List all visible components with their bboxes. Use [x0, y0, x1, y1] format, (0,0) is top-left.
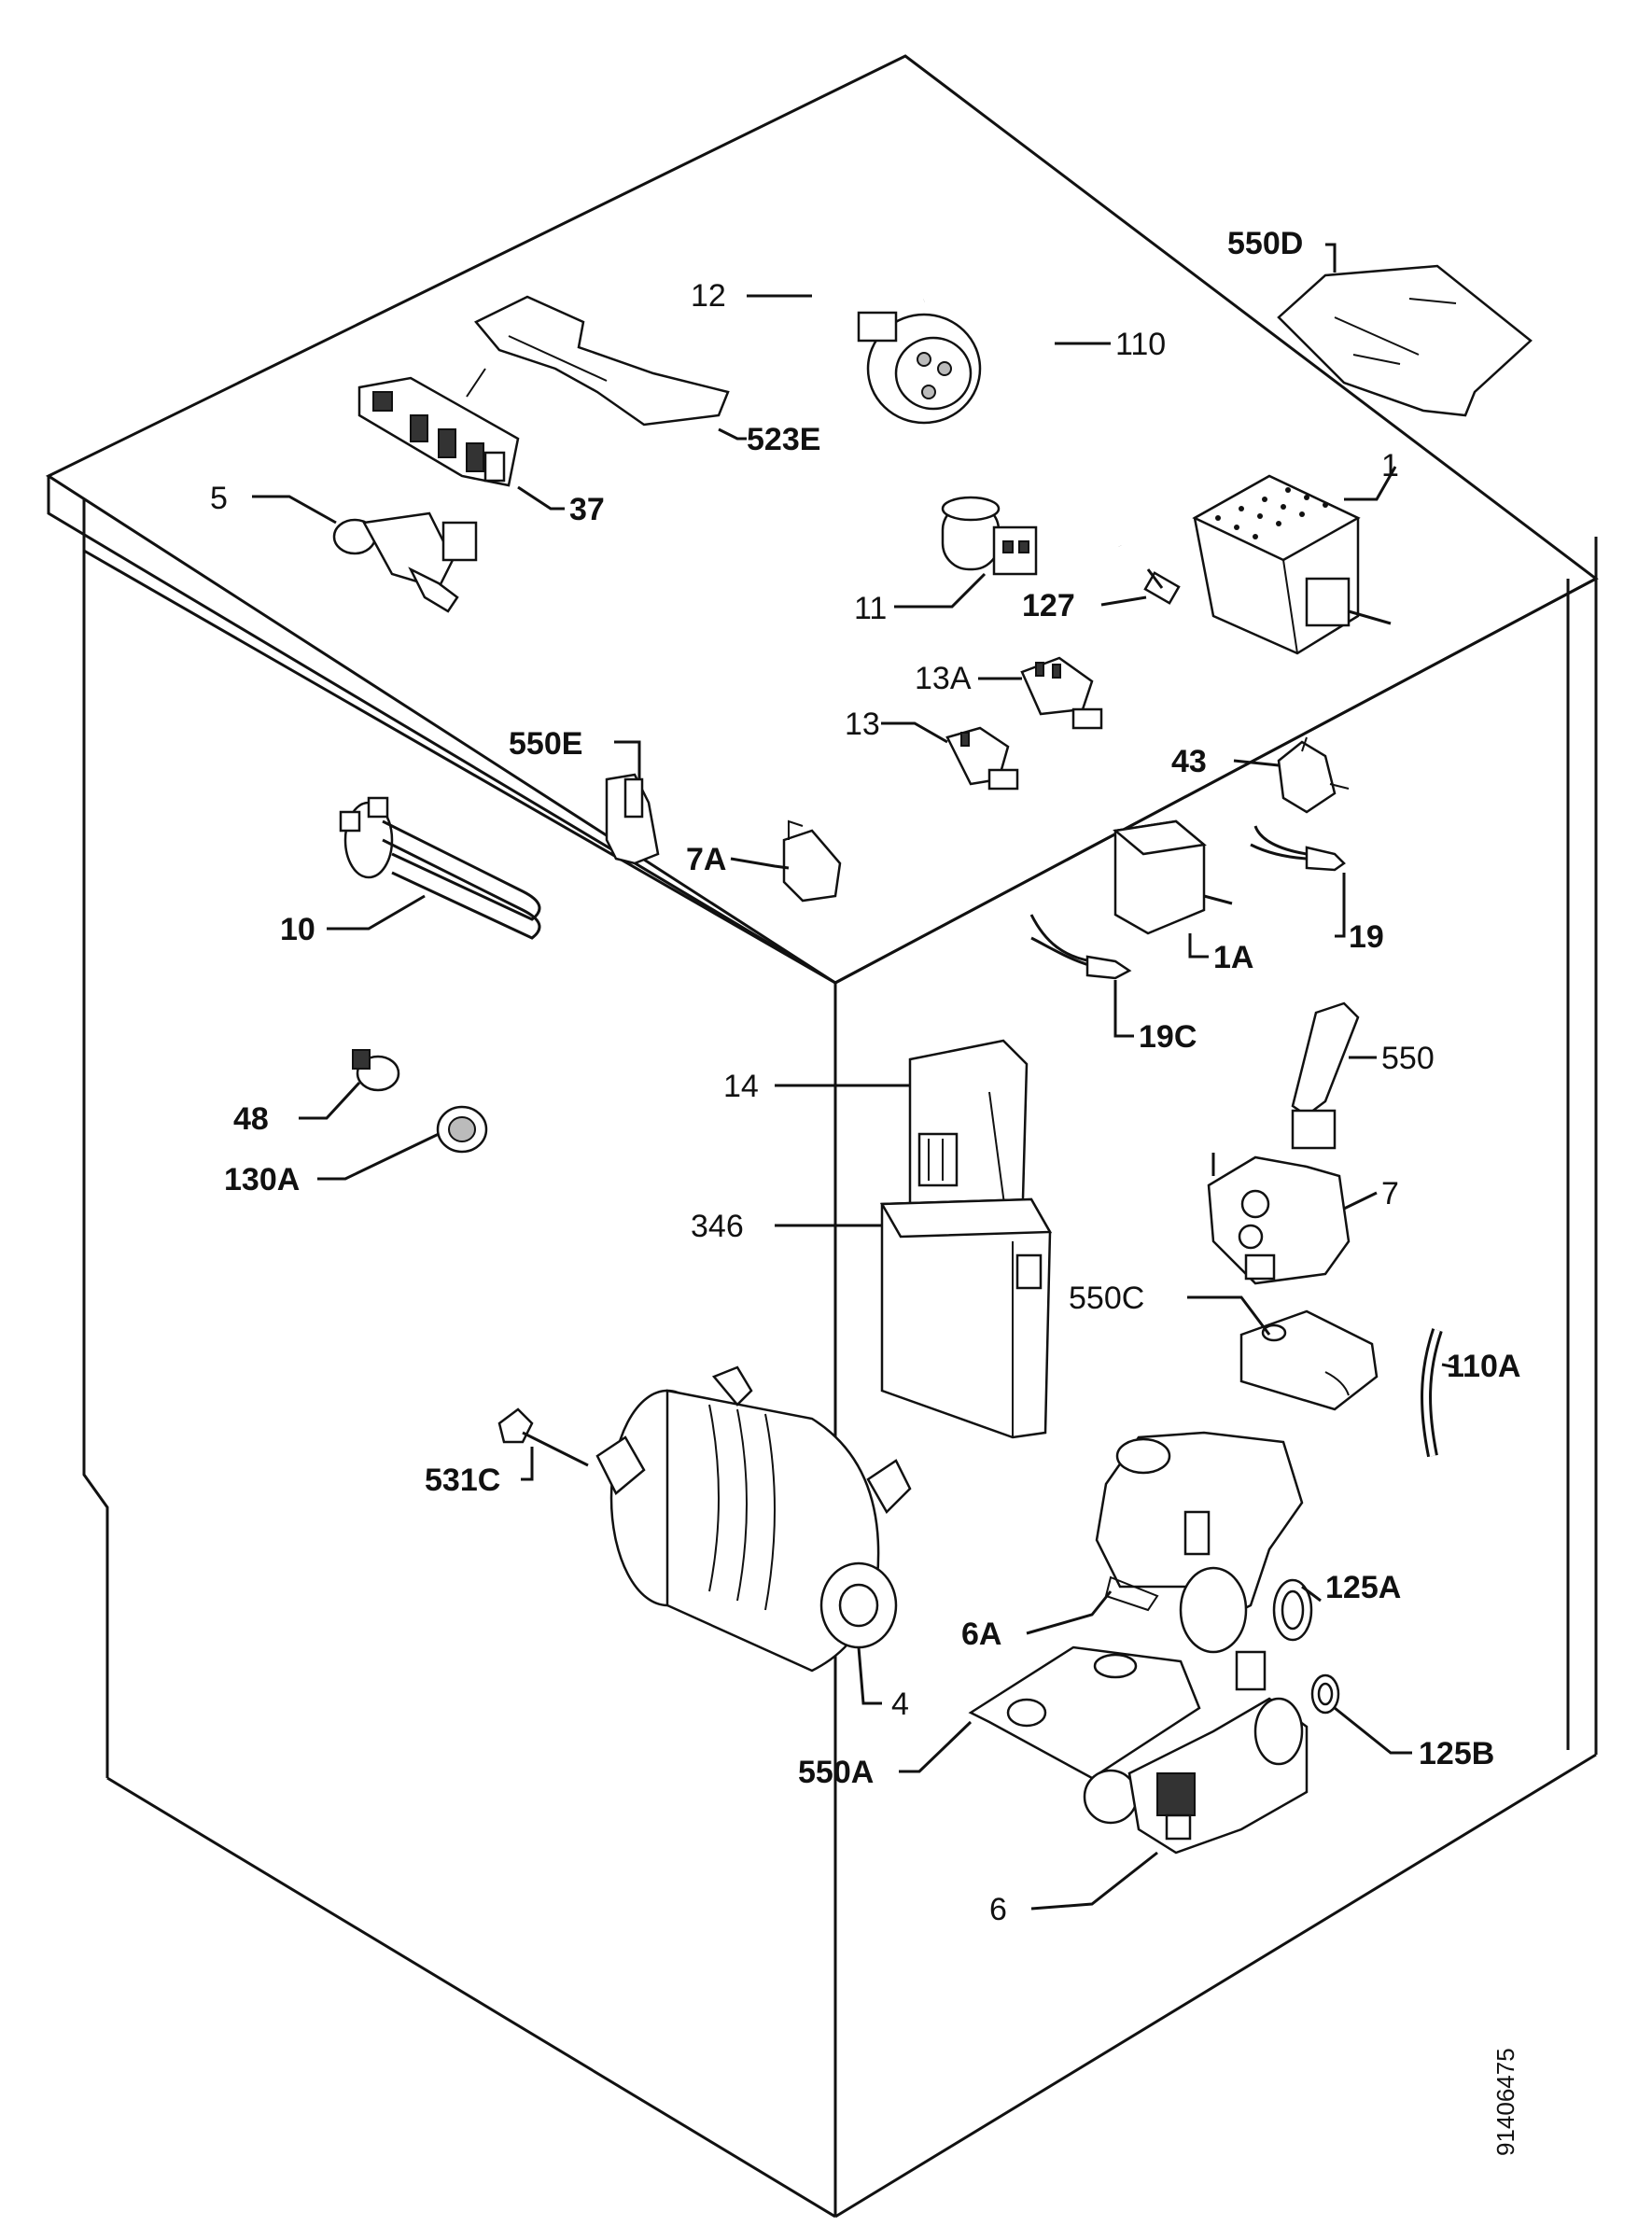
label-19c: 19C: [1139, 1019, 1197, 1055]
part-13a-connector: [1020, 656, 1103, 730]
part-523e-bracket: [466, 295, 730, 427]
label-1: 1: [1381, 448, 1399, 483]
label-10: 10: [280, 912, 315, 947]
label-14: 14: [723, 1069, 759, 1104]
label-48: 48: [233, 1101, 269, 1137]
part-110a-hose: [1421, 1328, 1443, 1458]
label-550c: 550C: [1069, 1281, 1144, 1316]
part-125b-ring: [1310, 1673, 1340, 1715]
label-5: 5: [210, 481, 228, 516]
part-531c-bolt: [497, 1407, 589, 1467]
part-550d-cover-plate: [1277, 264, 1533, 417]
document-number: 91406475: [1491, 2048, 1519, 2156]
part-48-push-button: [352, 1049, 400, 1092]
part-19c-temperature-sensor: [1029, 914, 1132, 980]
part-127-plug: [1143, 568, 1181, 605]
label-523e: 523E: [747, 422, 820, 457]
part-4-motor: [595, 1365, 912, 1673]
part-550-lever: [1291, 1001, 1360, 1150]
label-531c: 531C: [425, 1463, 500, 1498]
label-550: 550: [1381, 1041, 1435, 1076]
part-130a-knob: [436, 1105, 488, 1154]
part-125a-ring: [1272, 1578, 1313, 1642]
label-4: 4: [891, 1687, 909, 1722]
label-125a: 125A: [1325, 1570, 1401, 1605]
part-7a-door-switch: [782, 819, 842, 903]
part-11-capacitor: [941, 496, 1038, 576]
part-6-drain-pump: [1083, 1650, 1309, 1855]
label-1a: 1A: [1213, 940, 1253, 975]
part-13-connector: [945, 726, 1019, 791]
label-550a: 550A: [798, 1755, 874, 1790]
label-110: 110: [1115, 327, 1166, 362]
label-12: 12: [691, 278, 726, 314]
label-110a: 110A: [1447, 1349, 1520, 1384]
part-19-temperature-sensor: [1250, 825, 1346, 872]
label-13: 13: [845, 707, 880, 742]
label-13a: 13A: [915, 661, 972, 696]
leader-lines: [252, 243, 1457, 1911]
part-1-programme-selector: [1192, 474, 1392, 655]
label-11: 11: [854, 591, 887, 626]
part-6a-pump-housing: [1095, 1431, 1304, 1654]
part-14-detergent-drawer: [908, 1039, 1029, 1248]
part-10-heating-element: [339, 796, 541, 940]
part-550a-cover: [968, 1645, 1201, 1780]
label-19: 19: [1349, 919, 1384, 955]
part-346-dispenser-housing: [879, 1197, 1053, 1439]
part-43-switch: [1277, 736, 1350, 814]
label-37: 37: [569, 492, 605, 527]
part-labels: 550D 12 110 523E 37 5 1 11 127 13A 13 43…: [210, 226, 1520, 1927]
part-110-hose: [923, 297, 1122, 547]
part-37-terminal-block: [357, 376, 520, 487]
cabinet-outline: [45, 54, 1599, 2219]
label-43: 43: [1171, 744, 1207, 779]
label-6a: 6A: [961, 1617, 1001, 1652]
label-346: 346: [691, 1209, 744, 1244]
label-127: 127: [1022, 588, 1075, 623]
part-550c-holder: [1239, 1309, 1379, 1411]
part-550e-clip: [605, 773, 660, 865]
label-7a: 7A: [686, 842, 726, 877]
part-1a-selector-switch: [1113, 819, 1233, 935]
label-550e: 550E: [509, 726, 582, 762]
part-5-inlet-valve: [332, 511, 478, 613]
label-125b: 125B: [1419, 1736, 1494, 1771]
label-7: 7: [1381, 1176, 1399, 1211]
label-130a: 130A: [224, 1162, 300, 1197]
part-7-door-lock: [1207, 1153, 1351, 1285]
label-6: 6: [989, 1892, 1007, 1927]
part-12-pressure-switch: [857, 311, 982, 425]
label-550d: 550D: [1227, 226, 1303, 261]
